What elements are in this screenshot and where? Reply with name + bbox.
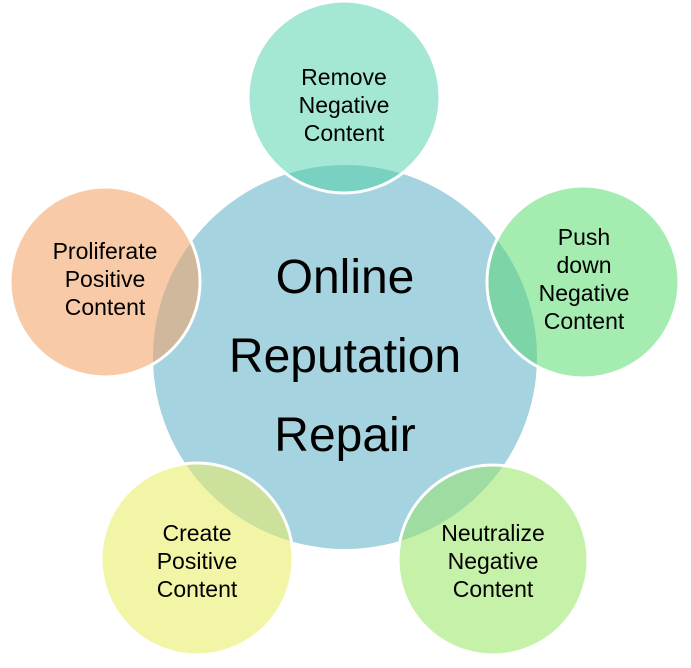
- node-label-line: Content: [156, 576, 238, 602]
- node-label-line: Content: [303, 120, 385, 146]
- node-overlap-neutralize: [399, 466, 537, 549]
- node-circle-proliferate: [8, 185, 202, 379]
- node-label-line: Content: [64, 294, 146, 320]
- node-label-line: Neutralize: [441, 520, 545, 546]
- node-label-line: Content: [452, 576, 534, 602]
- node-label-line: Create: [162, 520, 232, 546]
- node-label-line: Negative: [538, 280, 630, 306]
- node-circle-remove: [246, 0, 442, 195]
- node-label-line: Content: [543, 308, 625, 334]
- node-label-line: Negative: [298, 92, 390, 118]
- node-label-line: Remove: [301, 64, 387, 90]
- node-label-line: Proliferate: [52, 238, 158, 264]
- node-label-line: Push: [557, 224, 611, 250]
- node-label-line: Positive: [156, 548, 238, 574]
- node-label-line: Positive: [64, 266, 146, 292]
- node-label-line: down: [556, 252, 612, 278]
- node-label-create: Create Positive Content: [102, 506, 292, 616]
- node-overlap-create: [153, 464, 292, 549]
- node-label-neutralize: Neutralize Negative Content: [398, 506, 588, 616]
- center-label-line: Online: [275, 251, 415, 304]
- node-label-push-down: Push down Negative Content: [489, 220, 679, 338]
- node-label-remove: Remove Negative Content: [249, 50, 439, 160]
- center-label-line: Reputation: [228, 330, 462, 383]
- node-label-line: Negative: [447, 548, 539, 574]
- node-label-proliferate: Proliferate Positive Content: [10, 224, 200, 334]
- center-label-line: Repair: [274, 409, 416, 462]
- center-label: Online Reputation Repair: [153, 238, 537, 475]
- center-circle: [153, 165, 537, 549]
